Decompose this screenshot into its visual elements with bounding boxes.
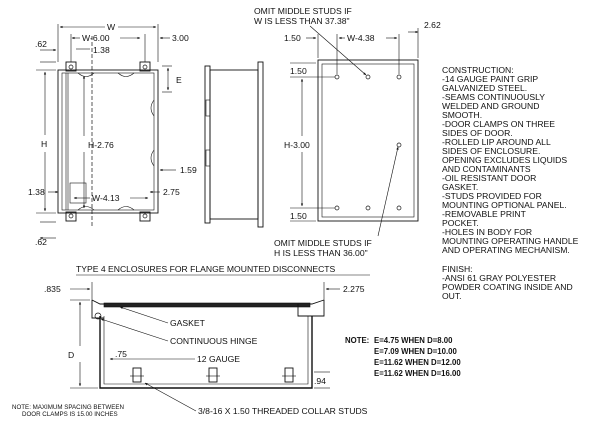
dim-1-50-left: 1.50: [290, 66, 307, 76]
construction-line: POCKET.: [442, 218, 479, 228]
dim-e: E: [176, 75, 182, 85]
dim-w: W: [107, 22, 116, 32]
dim-3-00: 3.00: [172, 33, 189, 43]
stud-hole: [396, 74, 402, 80]
back-body-outline: [317, 59, 419, 222]
dim-w-4-13: W-4.13: [92, 193, 120, 203]
stud-hole: [365, 205, 371, 211]
construction-line: SIDES OF ENCLOSURE.: [442, 146, 540, 156]
omit-studs-top-line1: OMIT MIDDLE STUDS IF: [254, 6, 352, 16]
construction-line: -ROLLED LIP AROUND ALL: [442, 137, 551, 147]
front-body-inner: [61, 72, 155, 211]
construction-line: -DOOR CLAMPS ON THREE: [442, 119, 555, 129]
finish-line: POWDER COATING INSIDE AND: [442, 282, 573, 292]
clamp-spacing-note-line1: NOTE: MAXIMUM SPACING BETWEEN: [12, 404, 124, 411]
stud-hole: [334, 74, 340, 80]
construction-line: -REMOVABLE PRINT: [442, 209, 527, 219]
front-view: W W-6.00 1.38 .62 3.00 E H H-2.76 1.59: [28, 22, 197, 247]
dim-0-75: .75: [115, 349, 127, 359]
note-line: E=7.09 WHEN D=10.00: [374, 347, 457, 356]
hinge-label: CONTINUOUS HINGE: [170, 336, 258, 346]
dim-062-bottom: .62: [35, 237, 47, 247]
construction-line: WELDED AND GROUND: [442, 101, 539, 111]
section-view: TYPE 4 ENCLOSURES FOR FLANGE MOUNTED DIS…: [12, 264, 370, 418]
construction-line: AND OPERATING MECHANISM.: [442, 245, 570, 255]
dim-0-835: .835: [44, 284, 61, 294]
side-body: [209, 69, 259, 220]
note-line: E=11.62 WHEN D=12.00: [374, 358, 461, 367]
dim-w-4-38: W-4.38: [347, 33, 375, 43]
clamp-spacing-note-line2: DOOR CLAMPS IS 15.00 INCHES: [22, 411, 118, 418]
finish-notes: FINISH: -ANSI 61 GRAY POLYESTER POWDER C…: [442, 264, 573, 301]
studs-callout: 3/8-16 X 1.50 THREADED COLLAR STUDS: [198, 406, 368, 416]
construction-line: MOUNTING OPERATING HANDLE: [442, 236, 579, 246]
construction-line: OPENING EXCLUDES LIQUIDS: [442, 155, 567, 165]
section-title: TYPE 4 ENCLOSURES FOR FLANGE MOUNTED DIS…: [76, 264, 336, 274]
note-label: NOTE:: [345, 336, 369, 345]
dim-d: D: [68, 350, 74, 360]
construction-line: -STUDS PROVIDED FOR: [442, 191, 542, 201]
dim-1-59: 1.59: [180, 165, 197, 175]
back-view: OMIT MIDDLE STUDS IF W IS LESS THAN 37.3…: [254, 6, 441, 258]
omit-studs-top-line2: W IS LESS THAN 37.38": [254, 16, 350, 26]
construction-line: SMOOTH.: [442, 110, 482, 120]
dim-062-top: .62: [35, 39, 47, 49]
construction-line: GALVANIZED STEEL.: [442, 83, 527, 93]
dim-w-6: W-6.00: [82, 33, 110, 43]
collar-stud: [208, 367, 218, 383]
front-tab-bottom-left: [65, 211, 77, 222]
construction-line: -OIL RESISTANT DOOR: [442, 173, 536, 183]
dim-0-94: .94: [314, 376, 326, 386]
dim-2-62: 2.62: [424, 20, 441, 30]
side-door: [204, 65, 211, 224]
finish-heading: FINISH:: [442, 264, 473, 274]
finish-line: OUT.: [442, 291, 462, 301]
note-line: E=4.75 WHEN D=8.00: [374, 336, 453, 345]
finish-line: -ANSI 61 GRAY POLYESTER: [442, 273, 556, 283]
collar-stud: [132, 367, 142, 383]
construction-line: -SEAMS CONTINUOUSLY: [442, 92, 545, 102]
construction-line: AND CONTAMINANTS: [442, 164, 531, 174]
front-tab-bottom-right: [139, 211, 151, 222]
side-flange: [257, 61, 264, 228]
construction-line: MOUNTING OPTIONAL PANEL.: [442, 200, 567, 210]
section-body: [99, 316, 313, 389]
note-line: E=11.62 WHEN D=16.00: [374, 369, 461, 378]
gasket-label: GASKET: [170, 318, 206, 328]
omit-studs-bottom-line1: OMIT MIDDLE STUDS IF: [274, 238, 372, 248]
dim-h: H: [41, 139, 47, 149]
construction-line: -HOLES IN BODY FOR: [442, 227, 532, 237]
front-body-outline: [57, 69, 159, 214]
stud-hole: [334, 205, 340, 211]
gasket-strip: [103, 302, 311, 308]
dim-2-75: 2.75: [163, 187, 180, 197]
dim-1-50-top: 1.50: [284, 33, 301, 43]
construction-line: SIDES OF DOOR.: [442, 128, 513, 138]
dim-h-2-76: H-2.76: [88, 140, 114, 150]
construction-line: -14 GAUGE PAINT GRIP: [442, 74, 538, 84]
dim-1-38-bottom: 1.38: [28, 187, 45, 197]
omit-studs-bottom-line2: H IS LESS THAN 36.00": [274, 248, 368, 258]
hinge-knuckle: [94, 312, 102, 320]
stud-hole: [396, 142, 402, 148]
dim-1-50-bottom: 1.50: [290, 211, 307, 221]
construction-heading: CONSTRUCTION:: [442, 65, 514, 75]
dimension-note: NOTE: E=4.75 WHEN D=8.00 E=7.09 WHEN D=1…: [345, 336, 461, 378]
stud-hole: [396, 205, 402, 211]
dim-2-275: 2.275: [343, 284, 365, 294]
construction-line: GASKET.: [442, 182, 478, 192]
gauge-label: 12 GAUGE: [197, 354, 240, 364]
dim-1-38-top: 1.38: [93, 45, 110, 55]
collar-stud: [284, 367, 294, 383]
side-view: [204, 61, 264, 228]
stud-hole: [365, 74, 371, 80]
construction-notes: CONSTRUCTION: -14 GAUGE PAINT GRIP GALVA…: [442, 65, 579, 255]
dim-h-3-00: H-3.00: [284, 140, 310, 150]
